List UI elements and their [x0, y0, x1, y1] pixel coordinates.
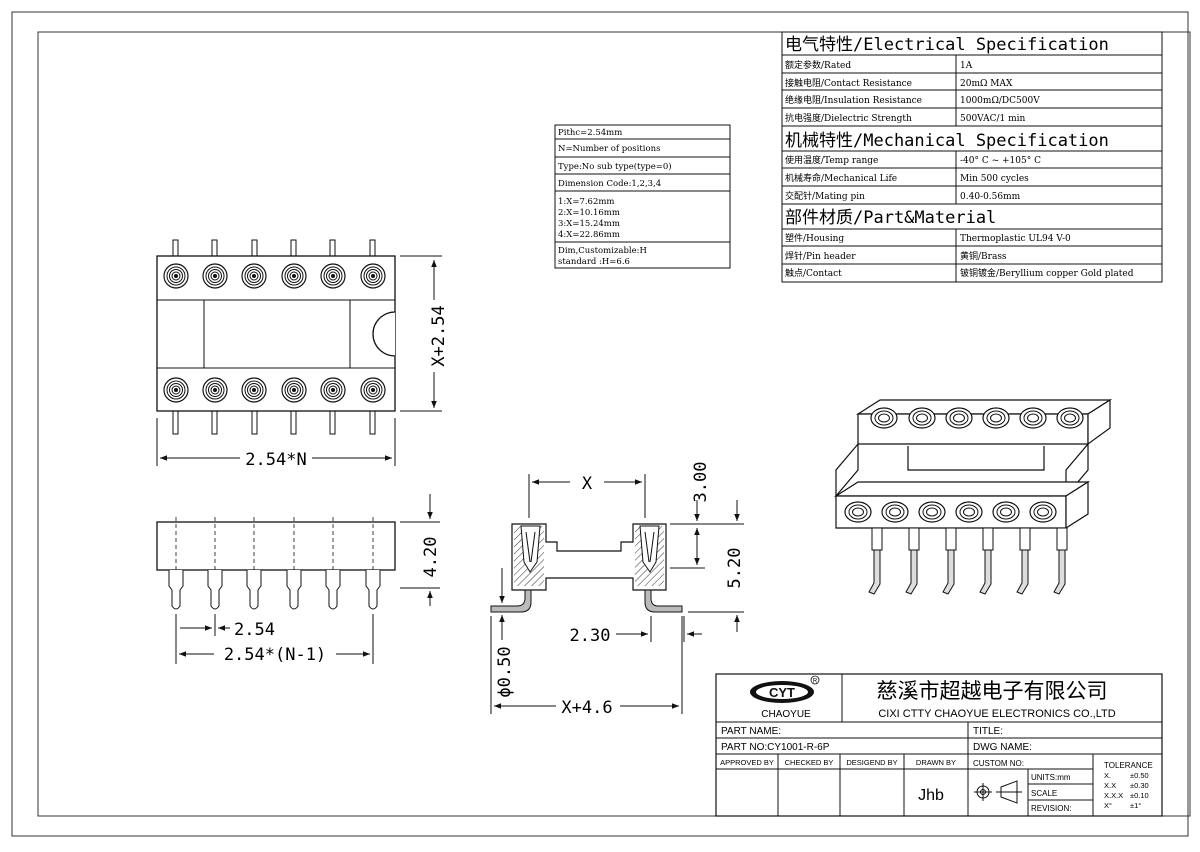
electrical-header: 电气特性/Electrical Specification	[785, 35, 1109, 55]
spec-value: 500VAC/1 min	[960, 114, 1025, 124]
note-x3: 3:X=15.24mm	[558, 219, 620, 229]
spec-label: 额定参数/Rated	[785, 59, 851, 71]
dwg-name-label: DWG NAME:	[973, 742, 1032, 753]
tolerance-key: X.	[1104, 771, 1111, 780]
scale-label: SCALE	[1031, 789, 1057, 798]
approved-by-label: APPROVED BY	[720, 758, 774, 767]
section-view: X 3.00 5.20 2.30 ϕ0.50 X+4.6	[490, 462, 745, 718]
title-block: CYT R CHAOYUE 慈溪市超越电子有限公司 CIXI CTTY CHAO…	[715, 673, 1163, 817]
spec-label: 绝缘电阻/Insulation Resistance	[785, 94, 922, 106]
drawn-by-value: Jhb	[918, 787, 944, 804]
units: UNITS:mm	[1031, 773, 1071, 782]
logo-text: CHAOYUE	[761, 709, 811, 720]
dim-section-pin: ϕ0.50	[495, 646, 515, 697]
note-pitch: Pithc=2.54mm	[558, 128, 622, 138]
spec-value: Min 500 cycles	[960, 174, 1029, 184]
dim-section-lead: 2.30	[570, 626, 611, 646]
spec-label: 塑件/Housing	[785, 232, 844, 244]
title-label: TITLE:	[973, 726, 1003, 737]
note-type: Type:No sub type(type=0)	[558, 161, 672, 172]
notes-box: Pithc=2.54mm N=Number of positions Type:…	[554, 124, 731, 269]
note-custom1: Dim,Customizable:H	[558, 246, 647, 256]
spec-label: 抗电强度/Dielectric Strength	[785, 112, 912, 124]
spec-value: -40° C ~ +105° C	[960, 156, 1041, 166]
dim-section-top: 3.00	[691, 462, 711, 503]
spec-value: Thermoplastic UL94 V-0	[960, 234, 1071, 244]
note-n: N=Number of positions	[558, 144, 660, 154]
part-no: PART NO:CY1001-R-6P	[721, 742, 830, 753]
spec-value: 1A	[960, 61, 973, 71]
spec-label: 接触电阻/Contact Resistance	[785, 77, 912, 89]
tolerance-value: ±1°	[1130, 801, 1141, 810]
dim-side-height: 4.20	[421, 537, 441, 578]
tolerance-value: ±0.30	[1130, 781, 1149, 790]
spec-label: 焊针/Pin header	[785, 250, 856, 262]
spec-value: 0.40-0.56mm	[960, 192, 1021, 202]
note-dim-code: Dimension Code:1,2,3,4	[558, 179, 661, 189]
company-name-en: CIXI CTTY CHAOYUE ELECTRONICS CO.,LTD	[878, 708, 1115, 720]
dim-top-height: X+2.54	[429, 305, 449, 366]
isometric-view	[833, 398, 1113, 595]
top-view: X+2.54 2.54*N	[156, 239, 449, 470]
custom-no-label: CUSTOM NO:	[973, 759, 1024, 768]
spec-value: 20mΩ MAX	[960, 79, 1013, 89]
spec-label: 交配针/Mating pin	[785, 190, 865, 202]
mechanical-header: 机械特性/Mechanical Specification	[785, 131, 1109, 151]
spec-value: 铍铜镀金/Beryllium copper Gold plated	[960, 267, 1134, 279]
tolerance-value: ±0.10	[1130, 791, 1149, 800]
spec-label: 触点/Contact	[785, 267, 842, 279]
tolerance-value: ±0.50	[1130, 771, 1149, 780]
spec-label: 机械寿命/Mechanical Life	[785, 172, 897, 184]
sheet-border-outer	[11, 11, 1189, 837]
tolerance-key: X.X	[1104, 781, 1116, 790]
company-name-cn: 慈溪市超越电子有限公司	[877, 679, 1108, 703]
svg-text:R: R	[813, 679, 818, 685]
spec-label: 使用温度/Temp range	[785, 154, 878, 166]
dim-top-width: 2.54*N	[245, 450, 306, 470]
projection-symbol-icon	[974, 780, 1022, 804]
note-x4: 4:X=22.86mm	[558, 230, 620, 240]
spec-value: 1000mΩ/DC500V	[960, 96, 1040, 106]
checked-by-label: CHECKED BY	[785, 758, 834, 767]
dim-pitch: 2.54	[234, 620, 275, 640]
drawn-by-label: DRAWN BY	[916, 758, 956, 767]
note-x2: 2:X=10.16mm	[558, 208, 620, 218]
revision-label: REVISION:	[1031, 804, 1071, 813]
sheet-border-inner	[37, 31, 1191, 817]
designed-by-label: DESIGEND BY	[846, 758, 897, 767]
dim-pitch-span: 2.54*(N-1)	[224, 645, 326, 665]
dim-section-x: X	[582, 474, 593, 494]
specification-table: 电气特性/Electrical Specification 额定参数/Rated…	[781, 31, 1163, 283]
tolerance-title: TOLERANCE	[1104, 761, 1153, 770]
svg-text:CYT: CYT	[769, 685, 795, 700]
dim-section-total: X+4.6	[561, 698, 612, 718]
tolerance-key: X°	[1104, 801, 1112, 810]
tolerance-key: X.X.X	[1104, 791, 1123, 800]
spec-value: 黄铜/Brass	[960, 250, 1007, 262]
note-x1: 1:X=7.62mm	[558, 197, 615, 207]
part-name-label: PART NAME:	[721, 726, 781, 737]
note-custom2: standard :H=6.6	[558, 257, 630, 267]
dim-section-height: 5.20	[725, 548, 745, 589]
side-view: 4.20 2.54 2.54*(N-1)	[156, 494, 441, 665]
material-header: 部件材质/Part&Material	[785, 208, 996, 228]
company-logo: CYT R	[750, 675, 820, 703]
